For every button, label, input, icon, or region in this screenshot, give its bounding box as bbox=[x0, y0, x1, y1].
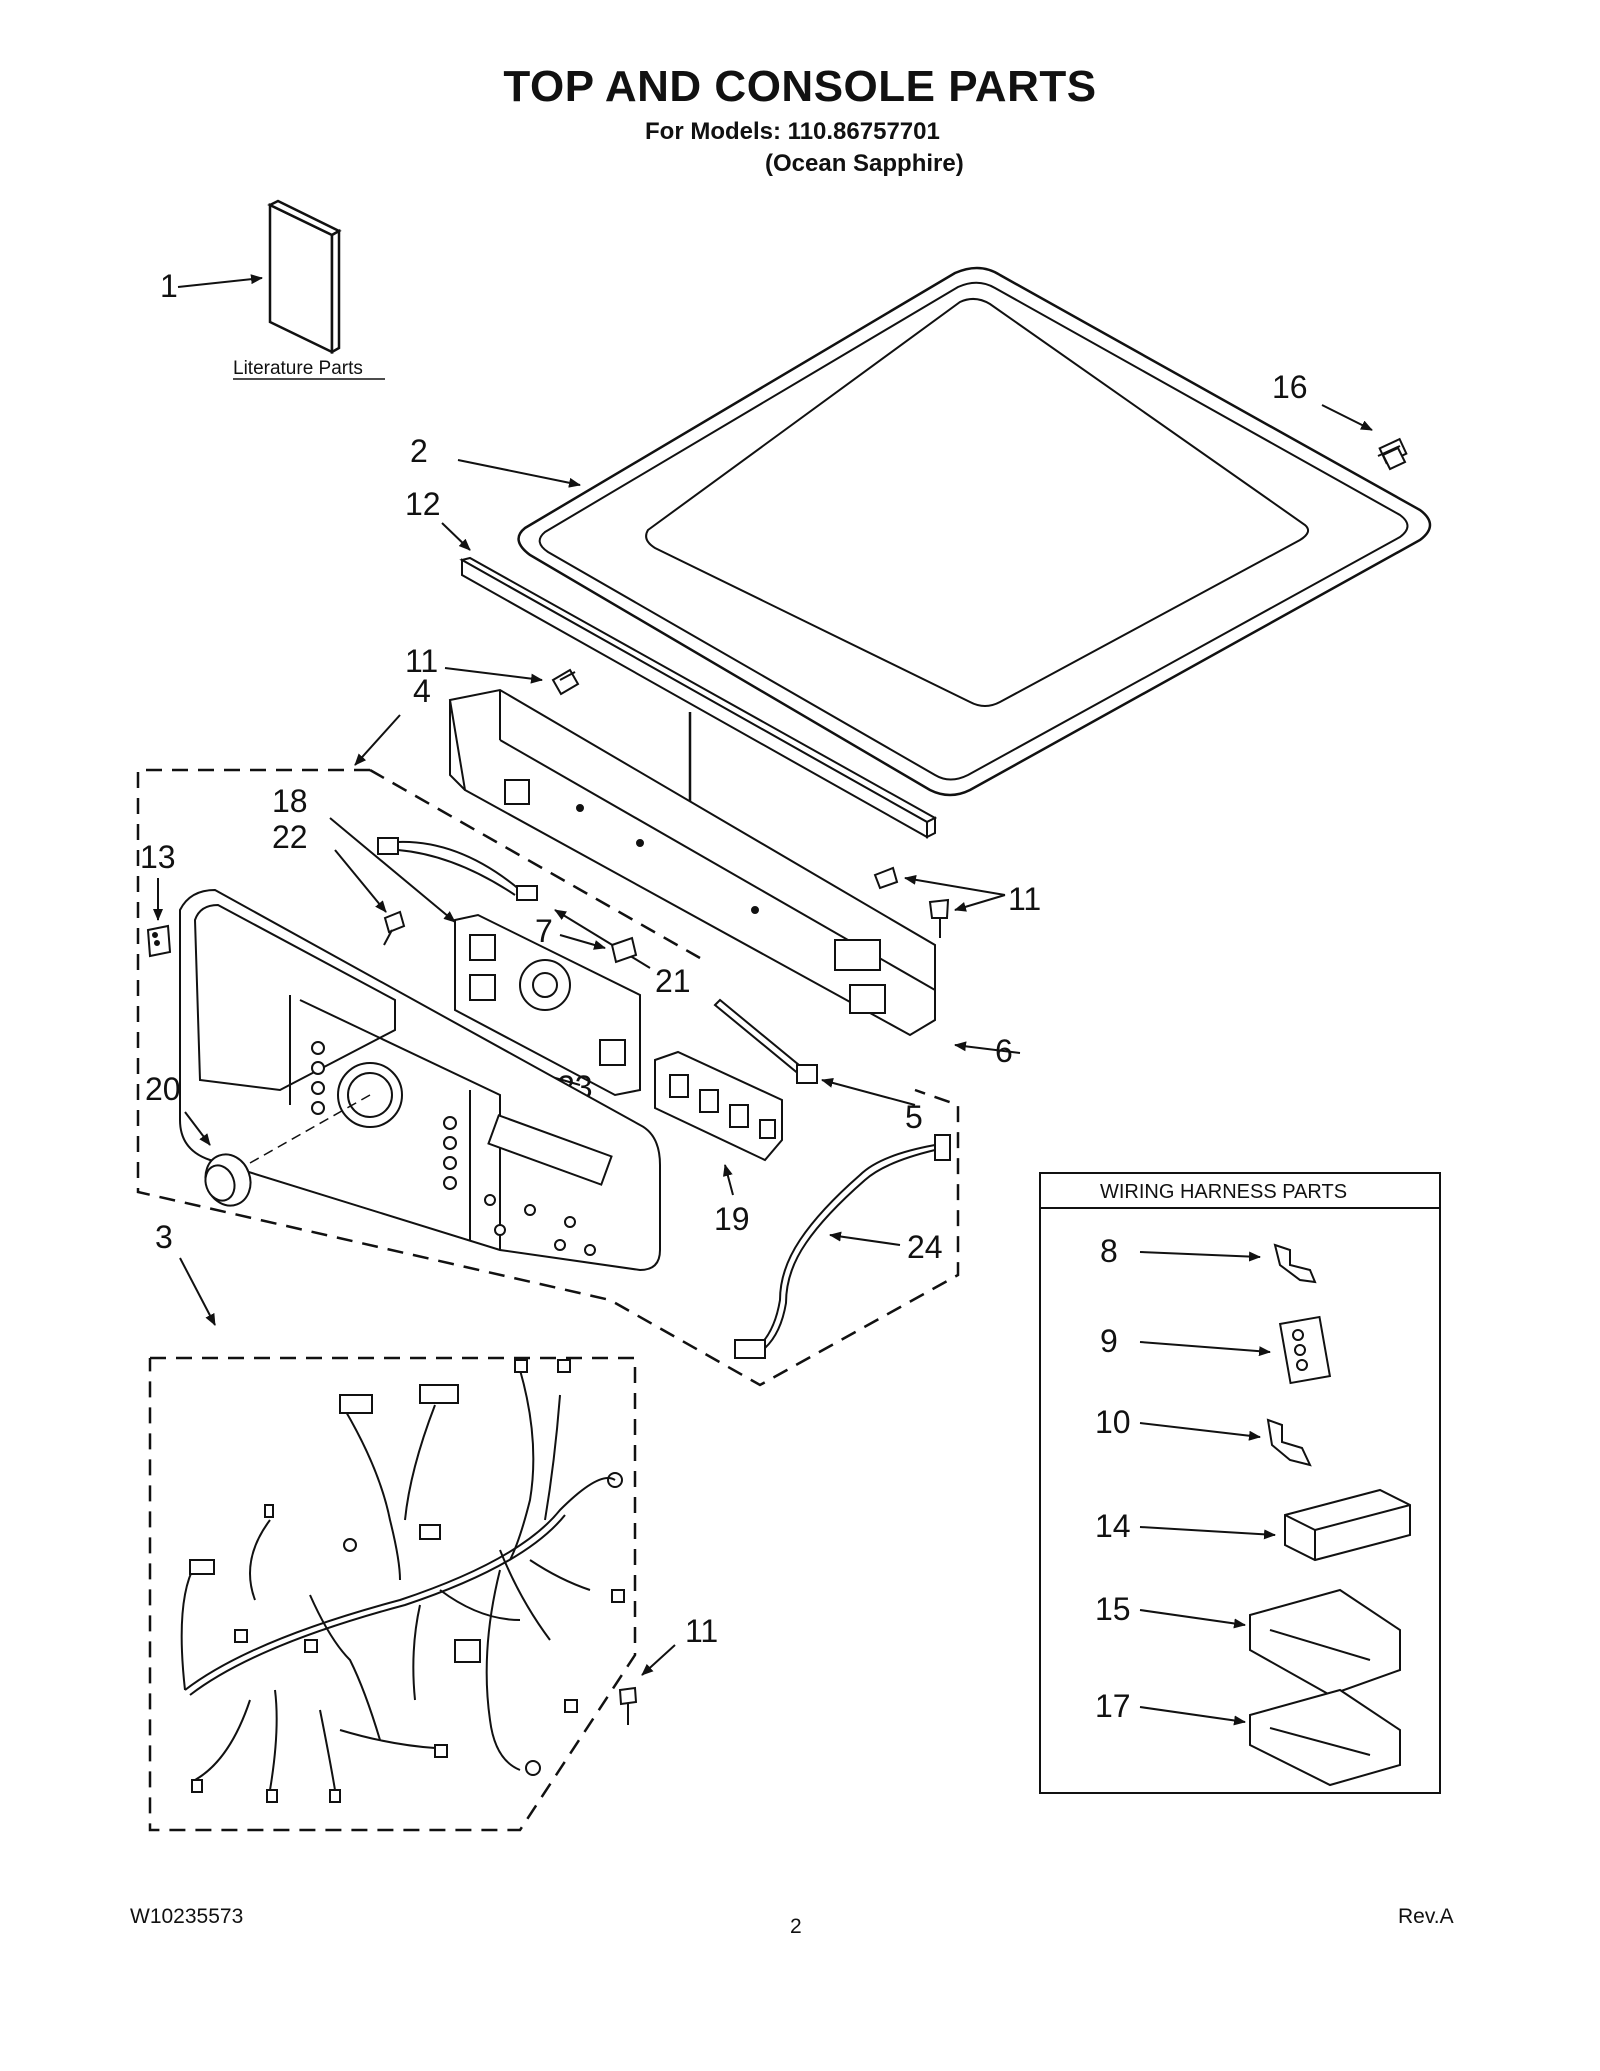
console-panel bbox=[179, 888, 661, 1272]
terminal-10 bbox=[1266, 1418, 1312, 1467]
harness-24 bbox=[734, 1134, 951, 1359]
console-assembly-outline bbox=[136, 768, 960, 1387]
callout-7: 7 bbox=[535, 913, 553, 949]
wire-harness-outline bbox=[148, 1356, 637, 1832]
wiring-harness-parts-box: WIRING HARNESS PARTS 8 9 10 14 15 bbox=[1039, 1172, 1441, 1794]
callout-16: 16 bbox=[1272, 369, 1308, 405]
callout-20: 20 bbox=[145, 1071, 181, 1107]
screw-11-upper bbox=[551, 668, 580, 696]
document-number: W10235573 bbox=[130, 1905, 244, 1928]
callout-9: 9 bbox=[1100, 1323, 1118, 1359]
callout-12: 12 bbox=[405, 486, 441, 522]
callout-21: 21 bbox=[655, 963, 691, 999]
callout-22: 22 bbox=[272, 819, 308, 855]
console-bracket bbox=[448, 688, 936, 1037]
callout-2: 2 bbox=[410, 433, 428, 469]
screw-11-right bbox=[873, 866, 950, 938]
callout-24: 24 bbox=[907, 1229, 943, 1265]
badge-13 bbox=[146, 924, 172, 958]
callout-18: 18 bbox=[272, 783, 308, 819]
clip-7 bbox=[610, 936, 638, 964]
callout-15: 15 bbox=[1095, 1591, 1131, 1627]
console-wire-21 bbox=[377, 837, 538, 901]
callout-11-upper: 11 bbox=[405, 643, 438, 679]
callout-14: 14 bbox=[1095, 1508, 1131, 1544]
callout-11-lower: 11 bbox=[685, 1613, 718, 1649]
page-title: TOP AND CONSOLE PARTS bbox=[503, 62, 1097, 111]
wiring-harness-parts-title: WIRING HARNESS PARTS bbox=[1100, 1181, 1347, 1203]
models-line: For Models: 110.86757701 bbox=[645, 118, 940, 145]
knob-20 bbox=[204, 1153, 252, 1207]
callout-17: 17 bbox=[1095, 1688, 1131, 1724]
literature-parts-label: Literature Parts bbox=[233, 358, 363, 379]
top-panel bbox=[517, 266, 1432, 797]
terminal-8 bbox=[1273, 1243, 1317, 1284]
callout-5: 5 bbox=[905, 1099, 923, 1135]
callout-6: 6 bbox=[995, 1033, 1013, 1069]
screw-11-lower bbox=[618, 1686, 638, 1725]
callout-1: 1 bbox=[160, 268, 178, 304]
callout-8: 8 bbox=[1100, 1233, 1118, 1269]
control-board-19 bbox=[654, 1050, 783, 1162]
front-seal-strip bbox=[459, 556, 938, 839]
color-line: (Ocean Sapphire) bbox=[765, 150, 964, 177]
ui-board-18 bbox=[454, 913, 641, 1097]
connector-9 bbox=[1278, 1315, 1332, 1385]
callout-4: 4 bbox=[413, 673, 431, 709]
page-number: 2 bbox=[790, 1915, 802, 1938]
callout-11-right: 11 bbox=[1008, 881, 1041, 917]
callout-10: 10 bbox=[1095, 1404, 1131, 1440]
callout-3: 3 bbox=[155, 1219, 173, 1255]
screw-16 bbox=[1377, 437, 1408, 471]
main-wire-harness bbox=[180, 1359, 625, 1803]
callout-19: 19 bbox=[714, 1201, 750, 1237]
literature-booklet bbox=[267, 199, 342, 355]
screw-22 bbox=[383, 910, 406, 946]
callout-13: 13 bbox=[140, 839, 176, 875]
housing-15 bbox=[1249, 1588, 1401, 1697]
housing-14 bbox=[1284, 1488, 1411, 1562]
revision: Rev.A bbox=[1398, 1905, 1454, 1928]
tie-wrap-5 bbox=[713, 998, 818, 1084]
housing-17 bbox=[1249, 1688, 1401, 1787]
